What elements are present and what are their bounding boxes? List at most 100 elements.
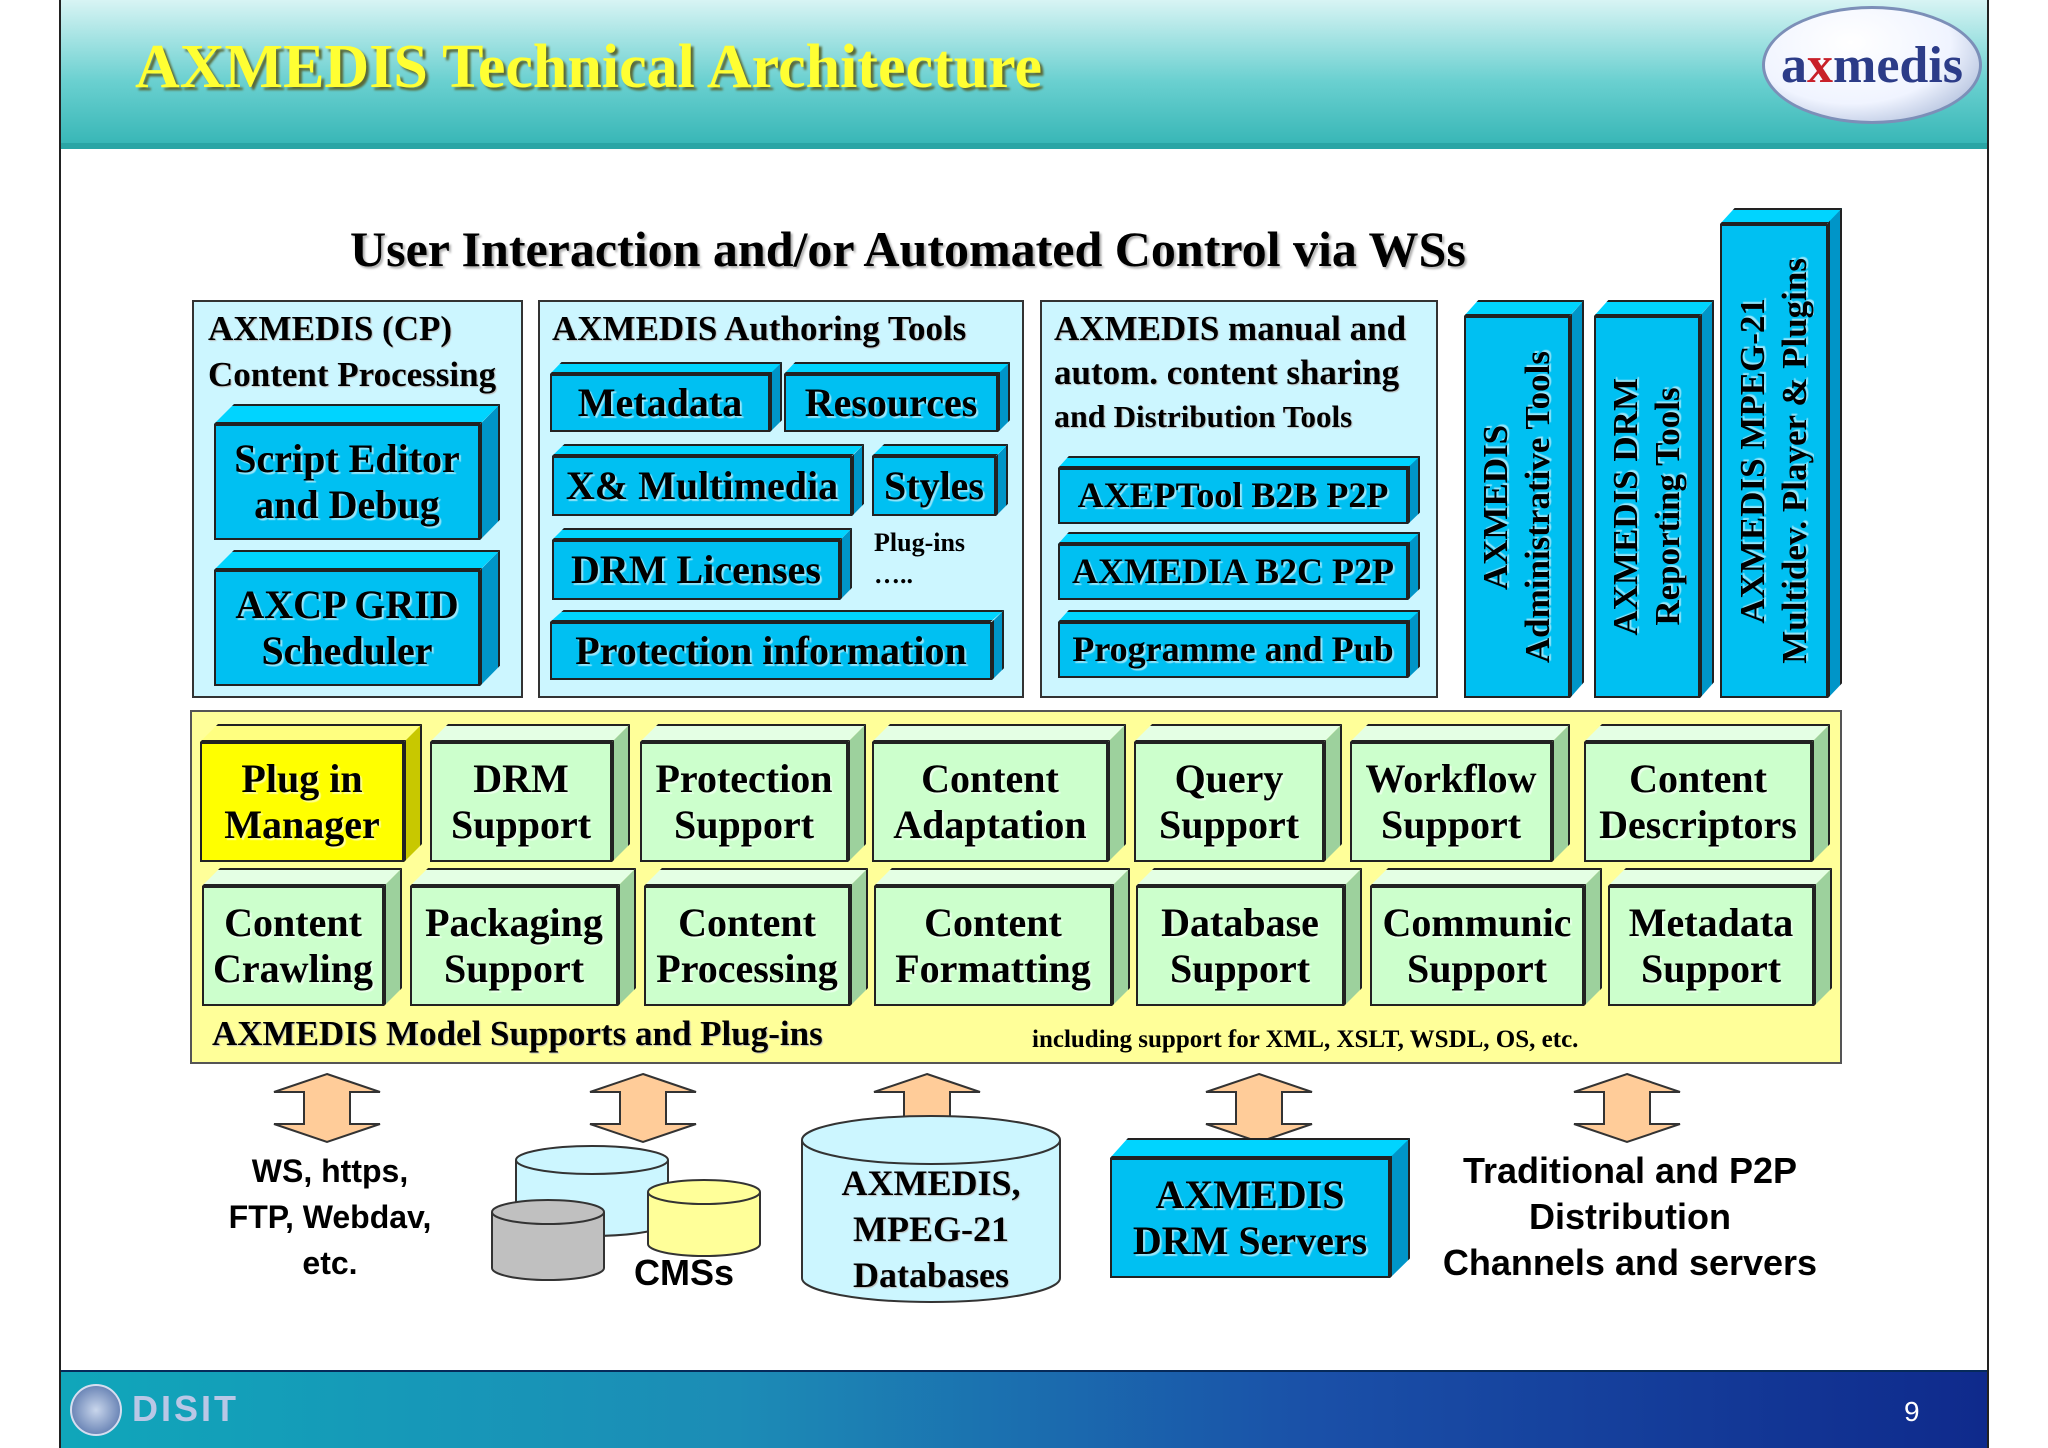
- footer-divider: [61, 1370, 1987, 1373]
- model-supports-label: AXMEDIS Model Supports and Plug-ins: [212, 1014, 823, 1053]
- distribution-line2: Distribution: [1529, 1196, 1731, 1237]
- axmedis-database-text: AXMEDIS, MPEG-21 Databases: [798, 1160, 1064, 1298]
- metadata-box: Metadata: [550, 362, 782, 432]
- double-arrow-icon: [1573, 1072, 1681, 1144]
- axeptool-box: AXEPTool B2B P2P: [1058, 456, 1420, 524]
- axcp-grid-line2: Scheduler: [261, 628, 433, 673]
- double-arrow-icon: [273, 1072, 381, 1144]
- page-number: 9: [1904, 1396, 1920, 1427]
- panel-sharing-title-line2: autom. content sharing: [1054, 353, 1400, 392]
- model-support-label: Content: [1629, 756, 1767, 801]
- model-support-label: Manager: [224, 802, 380, 847]
- disit-globe-icon: [70, 1384, 122, 1436]
- resources-label: Resources: [784, 374, 998, 432]
- header-bar: [61, 0, 1987, 148]
- header-divider: [61, 143, 1987, 149]
- main-heading: User Interaction and/or Automated Contro…: [350, 221, 1466, 277]
- model-support-label: Support: [443, 946, 585, 991]
- panel-sharing-title-line3: and Distribution Tools: [1054, 398, 1353, 434]
- resources-box: Resources: [784, 362, 1010, 432]
- model-support-label: Content: [678, 900, 816, 945]
- axmedis-database-icon: [801, 1115, 1061, 1303]
- metadata-label: Metadata: [550, 374, 770, 432]
- drm-reporting-line2: Reporting Tools: [1648, 387, 1687, 627]
- multimedia-label: X& Multimedia: [552, 456, 852, 516]
- axcp-grid-line1: AXCP GRID: [235, 582, 459, 627]
- double-arrow-icon: [1205, 1072, 1313, 1144]
- script-editor-line1: Script Editor: [234, 436, 460, 481]
- axmedia-box: AXMEDIA B2C P2P: [1058, 532, 1420, 600]
- panel-cp-title-line2: Content Processing: [208, 355, 497, 394]
- styles-box: Styles: [872, 444, 1008, 516]
- model-support-label: Content: [924, 900, 1062, 945]
- admin-tools-line2: Administrative Tools: [1518, 350, 1557, 664]
- model-support-label: Workflow: [1365, 756, 1537, 801]
- model-support-label: Support: [450, 802, 592, 847]
- databases-line3: Databases: [852, 1255, 1009, 1295]
- databases-line2: MPEG-21: [853, 1209, 1009, 1249]
- model-support-label: Adaptation: [893, 802, 1087, 847]
- slide-title: AXMEDIS Technical Architecture: [135, 33, 1043, 101]
- styles-label: Styles: [872, 456, 996, 516]
- model-support-label: Packaging: [425, 900, 603, 945]
- model-support-label: Database: [1161, 900, 1319, 945]
- mpeg-player-line1: AXMEDIS MPEG-21: [1733, 298, 1772, 624]
- model-support-label: Support: [1380, 802, 1522, 847]
- model-support-label: DRM: [473, 756, 569, 801]
- axeptool-label: AXEPTool B2B P2P: [1058, 468, 1408, 524]
- cms-databases-icon: [491, 1145, 761, 1281]
- model-support-label: Plug in: [241, 756, 363, 801]
- axmedis-logo: axmedis: [1762, 6, 1982, 124]
- protection-info-box: Protection information: [550, 610, 1004, 680]
- panel-sharing-title-line1: AXMEDIS manual and: [1054, 309, 1407, 348]
- model-support-label: Communic: [1382, 900, 1572, 945]
- drm-reporting-line1: AXMEDIS DRM: [1606, 378, 1645, 636]
- panel-authoring-title: AXMEDIS Authoring Tools: [552, 309, 967, 348]
- slide-frame: [59, 0, 1989, 1448]
- protocols-line2: FTP, Webdav,: [228, 1199, 432, 1235]
- axmedia-label: AXMEDIA B2C P2P: [1058, 544, 1408, 600]
- admin-tools-line1: AXMEDIS: [1476, 424, 1515, 590]
- protocols-line1: WS, https,: [251, 1153, 409, 1189]
- model-support-label: Query: [1174, 756, 1284, 801]
- script-editor-line2: and Debug: [254, 482, 440, 527]
- model-support-label: Formatting: [895, 946, 1091, 991]
- disit-logo-text: DISIT: [132, 1388, 240, 1429]
- distribution-line1: Traditional and P2P: [1462, 1150, 1798, 1191]
- model-support-label: Support: [1640, 946, 1782, 991]
- multimedia-box: X& Multimedia: [552, 444, 864, 516]
- drm-licenses-label: DRM Licenses: [552, 540, 840, 600]
- plugins-label: Plug-ins: [874, 528, 966, 557]
- programme-box: Programme and Pub: [1058, 610, 1420, 678]
- cms-label: CMSs: [634, 1252, 735, 1293]
- footer-bar: [61, 1372, 1987, 1448]
- model-support-label: Crawling: [213, 946, 373, 991]
- distribution-text: Traditional and P2P Distribution Channel…: [1420, 1148, 1840, 1286]
- model-support-label: Descriptors: [1599, 802, 1797, 847]
- protocols-text: WS, https, FTP, Webdav, etc.: [210, 1148, 450, 1286]
- mpeg-player-line2: Multidev. Player & Plugins: [1775, 258, 1814, 664]
- model-support-label: Protection: [655, 756, 833, 801]
- drm-licenses-box: DRM Licenses: [552, 528, 852, 600]
- model-support-label: Metadata: [1628, 900, 1794, 945]
- distribution-line3: Channels and servers: [1442, 1242, 1818, 1283]
- protection-info-label: Protection information: [550, 622, 992, 680]
- model-support-label: Support: [673, 802, 815, 847]
- drm-servers-line2: DRM Servers: [1132, 1218, 1368, 1263]
